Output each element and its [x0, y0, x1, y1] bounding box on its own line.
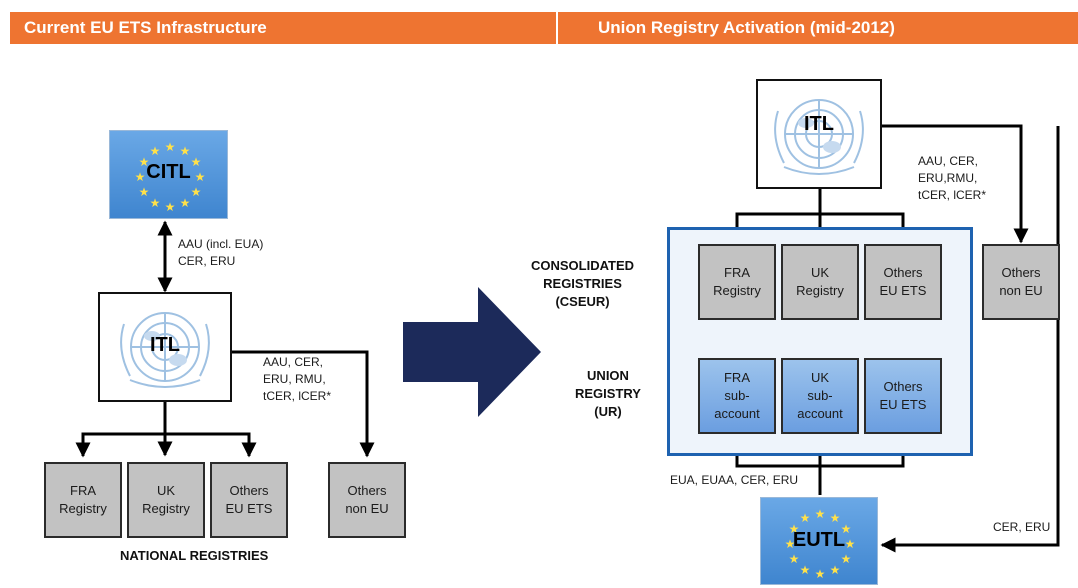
svg-text:★: ★ [800, 511, 811, 525]
left-connectors [75, 220, 375, 458]
svg-text:★: ★ [165, 140, 176, 154]
eutl-ur-label: EUA, EUAA, CER, ERU [670, 473, 799, 487]
eutl-itl-label: CER, ERU [993, 520, 1051, 534]
consolidated-registries-label: CONSOLIDATED REGISTRIES (CSEUR) [531, 258, 635, 309]
svg-text:★: ★ [150, 144, 161, 158]
svg-text:★: ★ [830, 563, 841, 577]
svg-text:★: ★ [139, 155, 150, 169]
itl-label-right: ITL [804, 113, 834, 135]
svg-text:★: ★ [789, 552, 800, 566]
citl-box: ★★★ ★★★ ★★★ ★★★ CITL [109, 130, 228, 219]
svg-text:★: ★ [195, 170, 206, 184]
national-registries-label: NATIONAL REGISTRIES [120, 548, 269, 563]
svg-text:★: ★ [815, 567, 826, 581]
citl-label: CITL [146, 161, 191, 183]
svg-text:★: ★ [800, 563, 811, 577]
transition-arrow [403, 287, 541, 417]
svg-text:★: ★ [165, 200, 176, 214]
svg-text:★: ★ [139, 185, 150, 199]
svg-text:★: ★ [180, 144, 191, 158]
svg-text:★: ★ [841, 552, 852, 566]
svg-text:★: ★ [135, 170, 146, 184]
eutl-box: ★★★ ★★★ ★★★ ★★★ EUTL [760, 497, 878, 585]
eu-stars-icon: ★★★ ★★★ ★★★ ★★★ [785, 507, 856, 581]
svg-text:★: ★ [789, 522, 800, 536]
svg-text:★: ★ [191, 185, 202, 199]
svg-text:★: ★ [180, 196, 191, 210]
itl-others-label-right: AAU, CER, ERU,RMU, tCER, lCER* [918, 154, 987, 202]
svg-text:★: ★ [815, 507, 826, 521]
svg-text:★: ★ [150, 196, 161, 210]
citl-itl-label: AAU (incl. EUA) CER, ERU [178, 237, 264, 268]
itl-others-non-eu-arrow [232, 350, 375, 458]
svg-text:★: ★ [830, 511, 841, 525]
union-registry-label: UNION REGISTRY (UR) [575, 368, 641, 419]
itl-box-left: ITL [98, 292, 232, 402]
eutl-label: EUTL [792, 529, 846, 551]
header-left: Current EU ETS Infrastructure [10, 12, 556, 44]
itl-label-left: ITL [150, 334, 180, 356]
itl-box-right: ITL [756, 79, 882, 189]
eu-stars-icon: ★★★ ★★★ ★★★ ★★★ [135, 140, 206, 214]
svg-text:★: ★ [845, 537, 856, 551]
svg-text:★: ★ [785, 537, 796, 551]
header-right: Union Registry Activation (mid-2012) [558, 12, 1078, 44]
svg-text:★: ★ [841, 522, 852, 536]
svg-text:★: ★ [191, 155, 202, 169]
un-emblem-icon [120, 312, 210, 388]
itl-others-non-eu-arrow [881, 124, 1029, 244]
un-emblem-icon [774, 99, 864, 175]
itl-others-label-left: AAU, CER, ERU, RMU, tCER, lCER* [263, 355, 332, 403]
